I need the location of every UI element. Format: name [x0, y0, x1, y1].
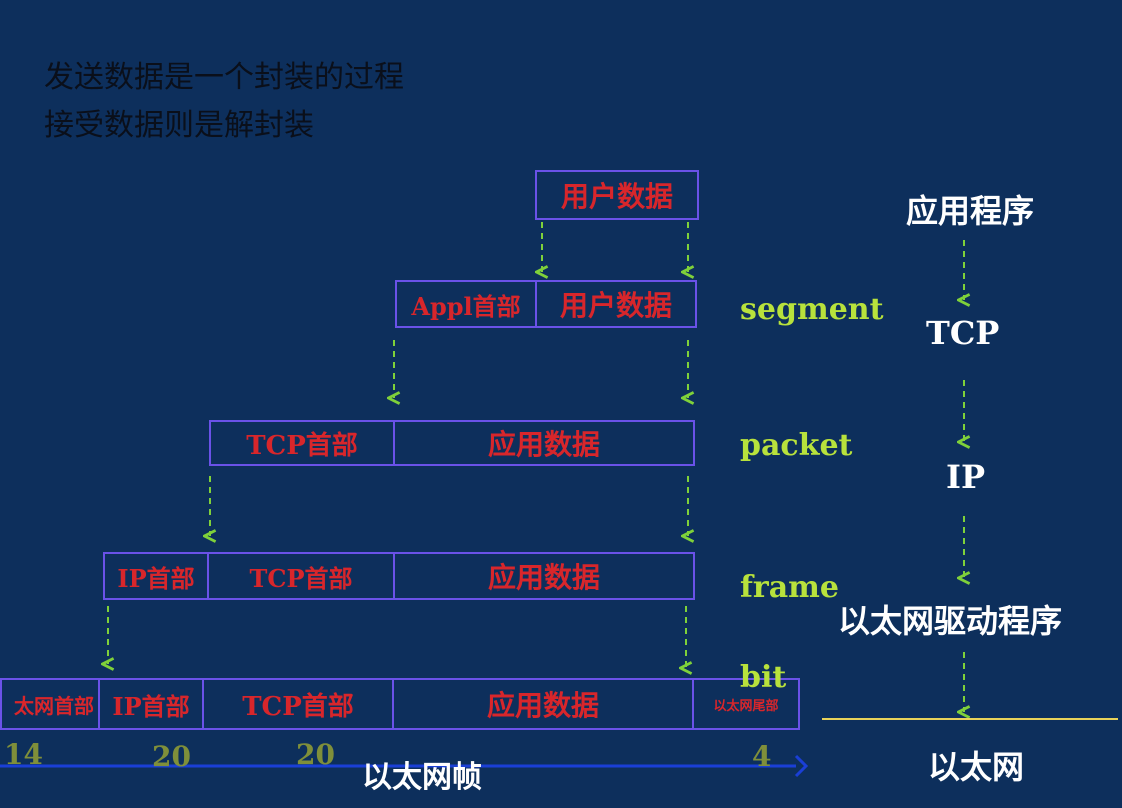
- unit-bit: bit: [740, 660, 787, 695]
- byte-size-ip-header: 20: [152, 740, 191, 773]
- appl-header-cell: Appl首部: [395, 280, 537, 328]
- eth-header-cell: 太网首部: [0, 678, 100, 730]
- layer-ip: IP: [946, 458, 986, 496]
- tcp-header-cell: TCP首部: [202, 678, 394, 730]
- tcp-header-cell: TCP首部: [209, 420, 395, 466]
- intro-line-2: 接受数据则是解封装: [44, 108, 314, 143]
- app-data-cell: 应用数据: [392, 678, 694, 730]
- app-data-cell: 应用数据: [393, 552, 695, 600]
- layer-application: 应用程序: [906, 192, 1035, 230]
- unit-packet: packet: [740, 428, 853, 463]
- byte-size-eth-trailer: 4: [752, 740, 772, 773]
- unit-frame: frame: [740, 570, 839, 605]
- frame-span-arrowhead: [794, 754, 809, 778]
- layer-tcp: TCP: [926, 314, 1000, 352]
- byte-size-tcp-header: 20: [296, 738, 335, 771]
- ip-header-cell: IP首部: [98, 678, 204, 730]
- eth-trailer-cell: 以太网尾部: [692, 678, 800, 730]
- user-data-cell: 用户数据: [535, 170, 699, 220]
- user-data-cell: 用户数据: [535, 280, 697, 328]
- app-data-cell: 应用数据: [393, 420, 695, 466]
- layer-ethernet: 以太网: [928, 748, 1025, 786]
- unit-segment: segment: [740, 292, 884, 327]
- tcp-header-cell: TCP首部: [207, 552, 395, 600]
- layer-ethernet-driver: 以太网驱动程序: [838, 602, 1063, 640]
- intro-line-1: 发送数据是一个封装的过程: [44, 60, 404, 95]
- ip-header-cell: IP首部: [103, 552, 209, 600]
- ethernet-frame-label: 以太网帧: [362, 760, 482, 795]
- byte-size-eth-header: 14: [4, 738, 43, 771]
